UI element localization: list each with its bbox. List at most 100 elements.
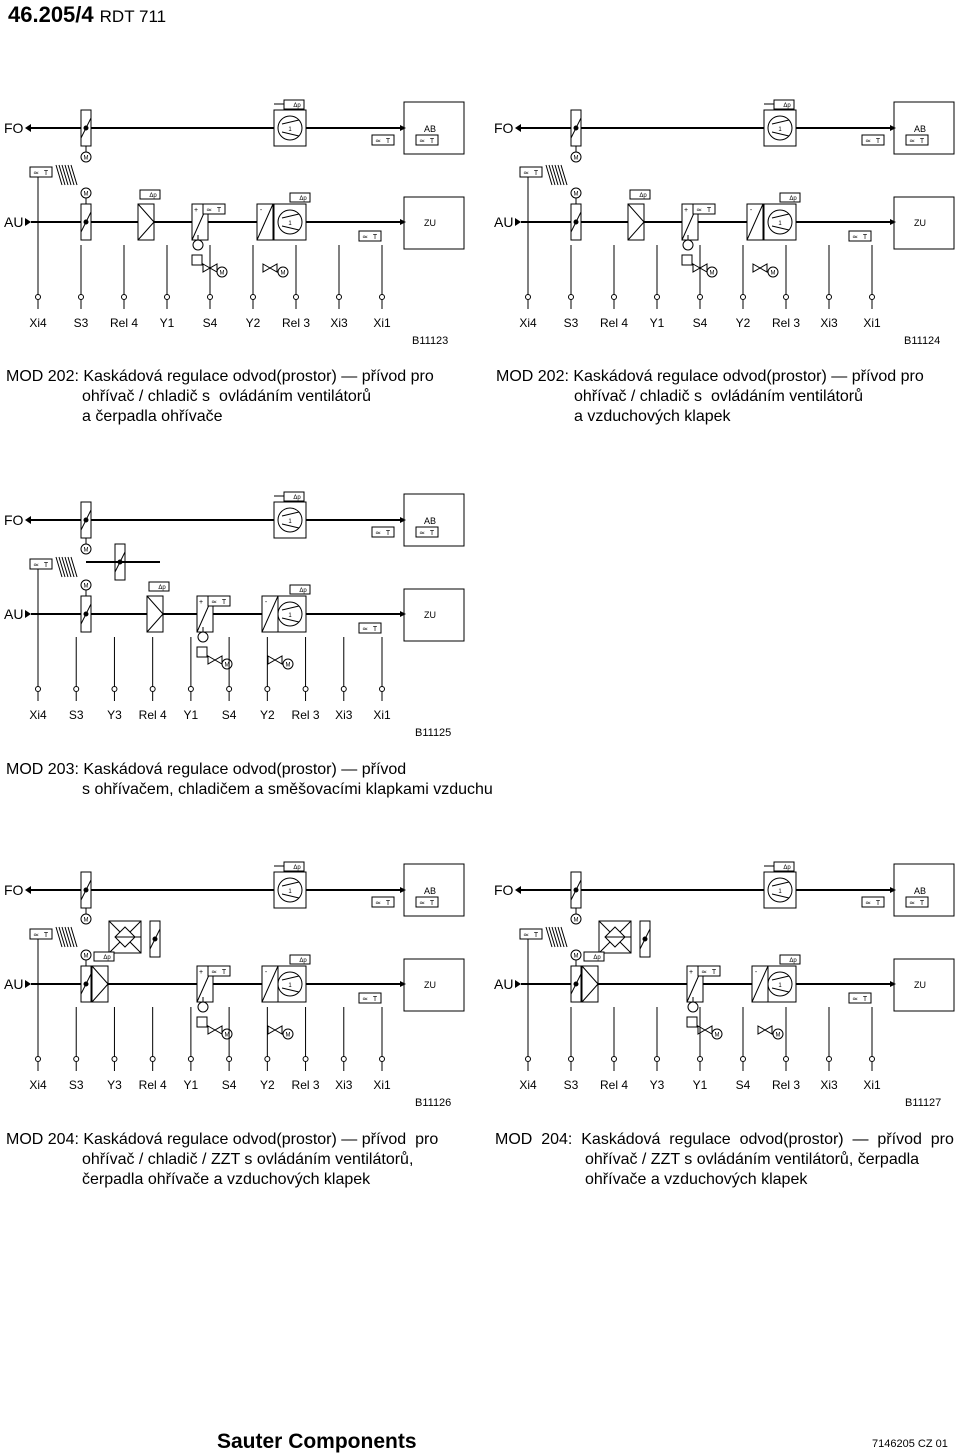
fan-label: 1 bbox=[288, 983, 292, 989]
coil-diagonal bbox=[261, 965, 279, 1003]
terminal-label: Rel 4 bbox=[139, 1078, 167, 1092]
filter-vee bbox=[627, 203, 645, 223]
sensor-label: T bbox=[44, 932, 49, 939]
pressure-switch bbox=[148, 581, 170, 592]
ahu-arrow-icon bbox=[890, 887, 896, 893]
sensor-wave-icon: ≃ bbox=[375, 900, 381, 907]
exhaust-arrow-icon bbox=[25, 886, 31, 894]
terminal-dot bbox=[226, 686, 233, 692]
motor-icon bbox=[772, 1028, 784, 1040]
supply-arrow-icon bbox=[25, 610, 31, 618]
temp-sensor-box bbox=[371, 134, 395, 146]
motor-label: M bbox=[771, 271, 776, 277]
wall-hatch bbox=[70, 556, 78, 578]
pressure-switch-label: Δp bbox=[789, 196, 797, 202]
pump-icon bbox=[682, 239, 694, 251]
sensor-wave-icon: ≃ bbox=[865, 900, 871, 907]
terminal-dot bbox=[379, 294, 385, 300]
sensor-label: T bbox=[222, 599, 227, 606]
supply-label: AU bbox=[4, 976, 23, 992]
wall-hatch bbox=[55, 556, 63, 578]
exhaust-arrow-icon bbox=[25, 516, 31, 524]
fan-blade bbox=[281, 987, 300, 993]
terminal-dot bbox=[525, 1056, 531, 1062]
terminal-dot bbox=[783, 294, 789, 300]
damper-pivot bbox=[573, 125, 579, 131]
terminal-label: Y2 bbox=[246, 316, 261, 330]
coil-diagonal bbox=[751, 965, 769, 1003]
supply-out-label: ZU bbox=[424, 980, 436, 990]
diagram-caption: MOD 204: Kaskádová regulace odvod(prosto… bbox=[495, 1110, 954, 1210]
motor-label: M bbox=[710, 271, 715, 277]
fan-label: 1 bbox=[778, 889, 782, 895]
sensor-wave-icon: ≃ bbox=[909, 138, 915, 145]
pressure-switch-label: Δp bbox=[299, 196, 307, 202]
terminal-label: Y2 bbox=[260, 1078, 275, 1092]
ahu-arrow-icon bbox=[400, 981, 406, 987]
diagram-code: B11123 bbox=[412, 335, 449, 347]
terminal-dot bbox=[187, 1056, 194, 1062]
valve-icon bbox=[757, 1025, 773, 1035]
supply-out-label: ZU bbox=[424, 610, 436, 620]
valve-icon bbox=[207, 655, 223, 665]
fan-label: 1 bbox=[288, 127, 292, 133]
caption-line: MOD 204: Kaskádová regulace odvod(prosto… bbox=[495, 1131, 954, 1148]
caption-line: ohřívače a vzduchových klapek bbox=[585, 1171, 808, 1188]
wall-hatch bbox=[548, 926, 556, 948]
temp-sensor-box bbox=[415, 134, 439, 146]
diagram-code: B11127 bbox=[905, 1097, 942, 1109]
caption-line: čerpadla ohřívače a vzduchových klapek bbox=[82, 1171, 371, 1188]
terminal-label: S4 bbox=[222, 708, 237, 722]
pressure-switch bbox=[139, 189, 161, 200]
wall-hatch bbox=[67, 164, 75, 186]
damper-pivot bbox=[573, 981, 579, 987]
terminal-label: Xi1 bbox=[373, 708, 391, 722]
ahu-arrow-icon bbox=[400, 517, 406, 523]
caption-line: ohřívač / chladič / ZZT s ovládáním vent… bbox=[82, 1151, 414, 1168]
caption-line: s ohřívačem, chladičem a směšovacími kla… bbox=[82, 781, 493, 798]
motor-icon bbox=[216, 266, 228, 278]
pressure-switch bbox=[289, 954, 311, 965]
fan-blade bbox=[281, 975, 300, 981]
sensor-label: T bbox=[876, 138, 881, 145]
pump-icon bbox=[197, 631, 209, 643]
temp-sensor-box bbox=[358, 992, 382, 1004]
damper-pivot bbox=[83, 125, 89, 131]
footer-doc-code: 7146205 CZ 01 bbox=[872, 1438, 948, 1450]
terminal-dot bbox=[340, 686, 347, 692]
pump-icon bbox=[192, 239, 204, 251]
terminal-dot bbox=[264, 1056, 271, 1062]
terminal-label: Rel 3 bbox=[772, 1078, 800, 1092]
filter-vee bbox=[146, 595, 164, 615]
terminal-dot bbox=[340, 1056, 347, 1062]
coil-diagonal bbox=[746, 203, 764, 241]
terminal-dot bbox=[226, 1056, 233, 1062]
damper-pivot bbox=[83, 611, 89, 617]
fan-icon bbox=[277, 877, 303, 903]
sensor-label: T bbox=[44, 562, 49, 569]
pump-relay-box bbox=[686, 1016, 698, 1028]
fan-label: 1 bbox=[288, 889, 292, 895]
doc-number: 46.205/4 bbox=[8, 2, 94, 27]
filter-vee bbox=[91, 983, 109, 1003]
damper-pivot bbox=[642, 936, 648, 942]
filter-icon bbox=[91, 965, 109, 1003]
wall-hatch bbox=[557, 926, 565, 948]
sensor-label: T bbox=[386, 900, 391, 907]
sensor-wave-icon: ≃ bbox=[909, 900, 915, 907]
sensor-wave-icon: ≃ bbox=[852, 234, 858, 241]
terminal-label: Y3 bbox=[650, 1078, 665, 1092]
fan-icon bbox=[277, 507, 303, 533]
filter-icon bbox=[581, 965, 599, 1003]
coil-sign: - bbox=[750, 207, 753, 214]
motor-label: M bbox=[84, 156, 89, 162]
exhaust-label: FO bbox=[4, 120, 24, 136]
motor-label: M bbox=[84, 584, 89, 590]
terminal-dot bbox=[611, 1056, 617, 1062]
coil-diagonal bbox=[261, 595, 279, 633]
wall-hatch bbox=[61, 164, 69, 186]
